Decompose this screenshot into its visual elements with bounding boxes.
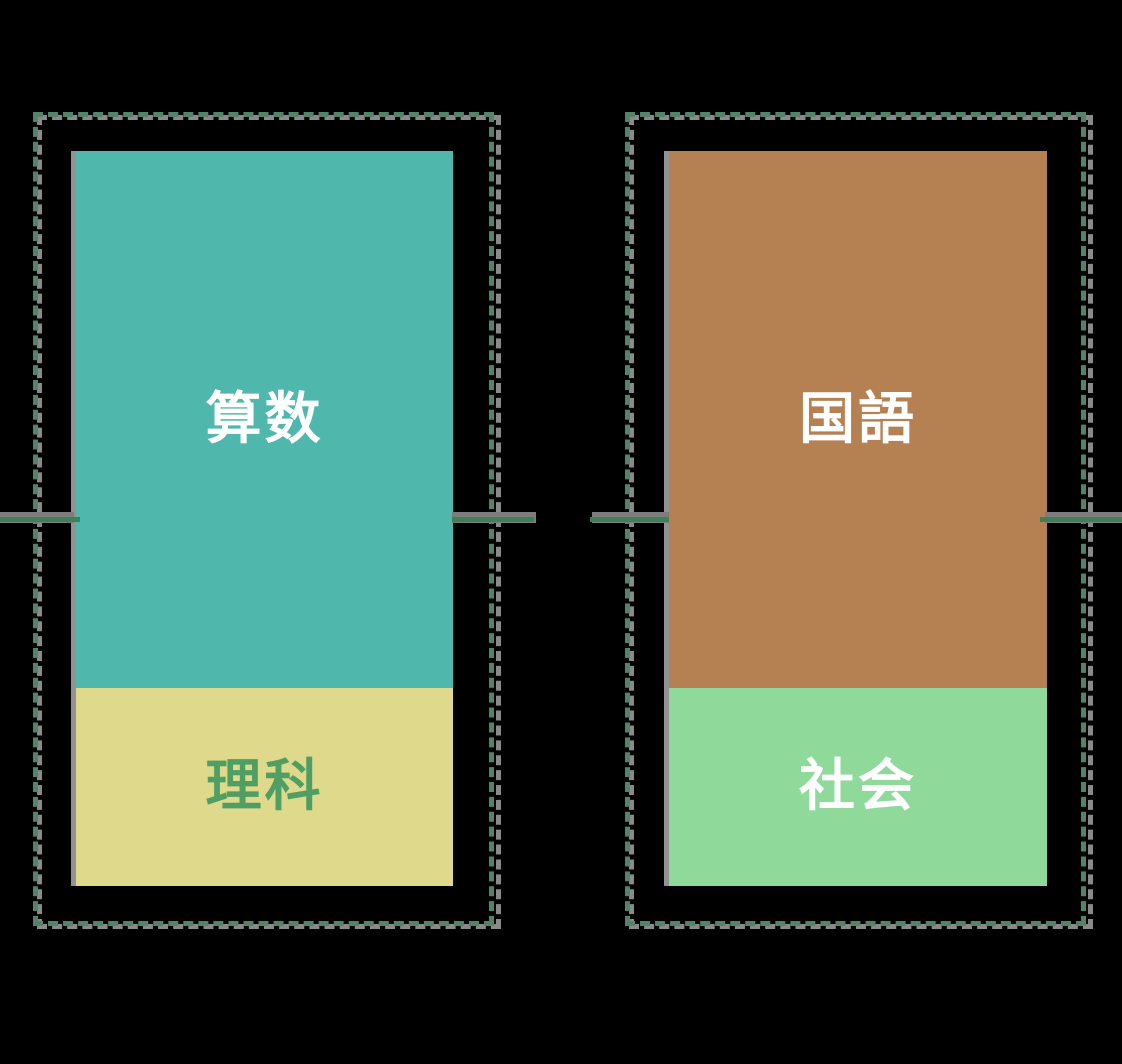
right-band-graph: 国語 社会 (664, 151, 1047, 886)
left-band-graph: 算数 理科 (71, 151, 453, 886)
segment-shakai-label: 社会 (799, 754, 917, 819)
left-band-segments: 算数 理科 (76, 151, 453, 886)
segment-shakai[interactable]: 社会 (669, 688, 1047, 886)
segment-rika-label: 理科 (205, 754, 324, 819)
segment-kokugo[interactable]: 国語 (669, 151, 1047, 688)
segment-rika[interactable]: 理科 (76, 688, 453, 886)
segment-sansu-label: 算数 (205, 386, 324, 452)
right-band-segments: 国語 社会 (669, 151, 1047, 886)
midline-tick-left-inner-green (452, 517, 534, 522)
midline-tick-right-outer-green (1040, 517, 1122, 522)
midline-tick-left-outer-green (0, 517, 80, 522)
segment-kokugo-label: 国語 (799, 386, 917, 452)
midline-tick-right-inner-green (590, 517, 669, 522)
segment-sansu[interactable]: 算数 (76, 151, 453, 688)
